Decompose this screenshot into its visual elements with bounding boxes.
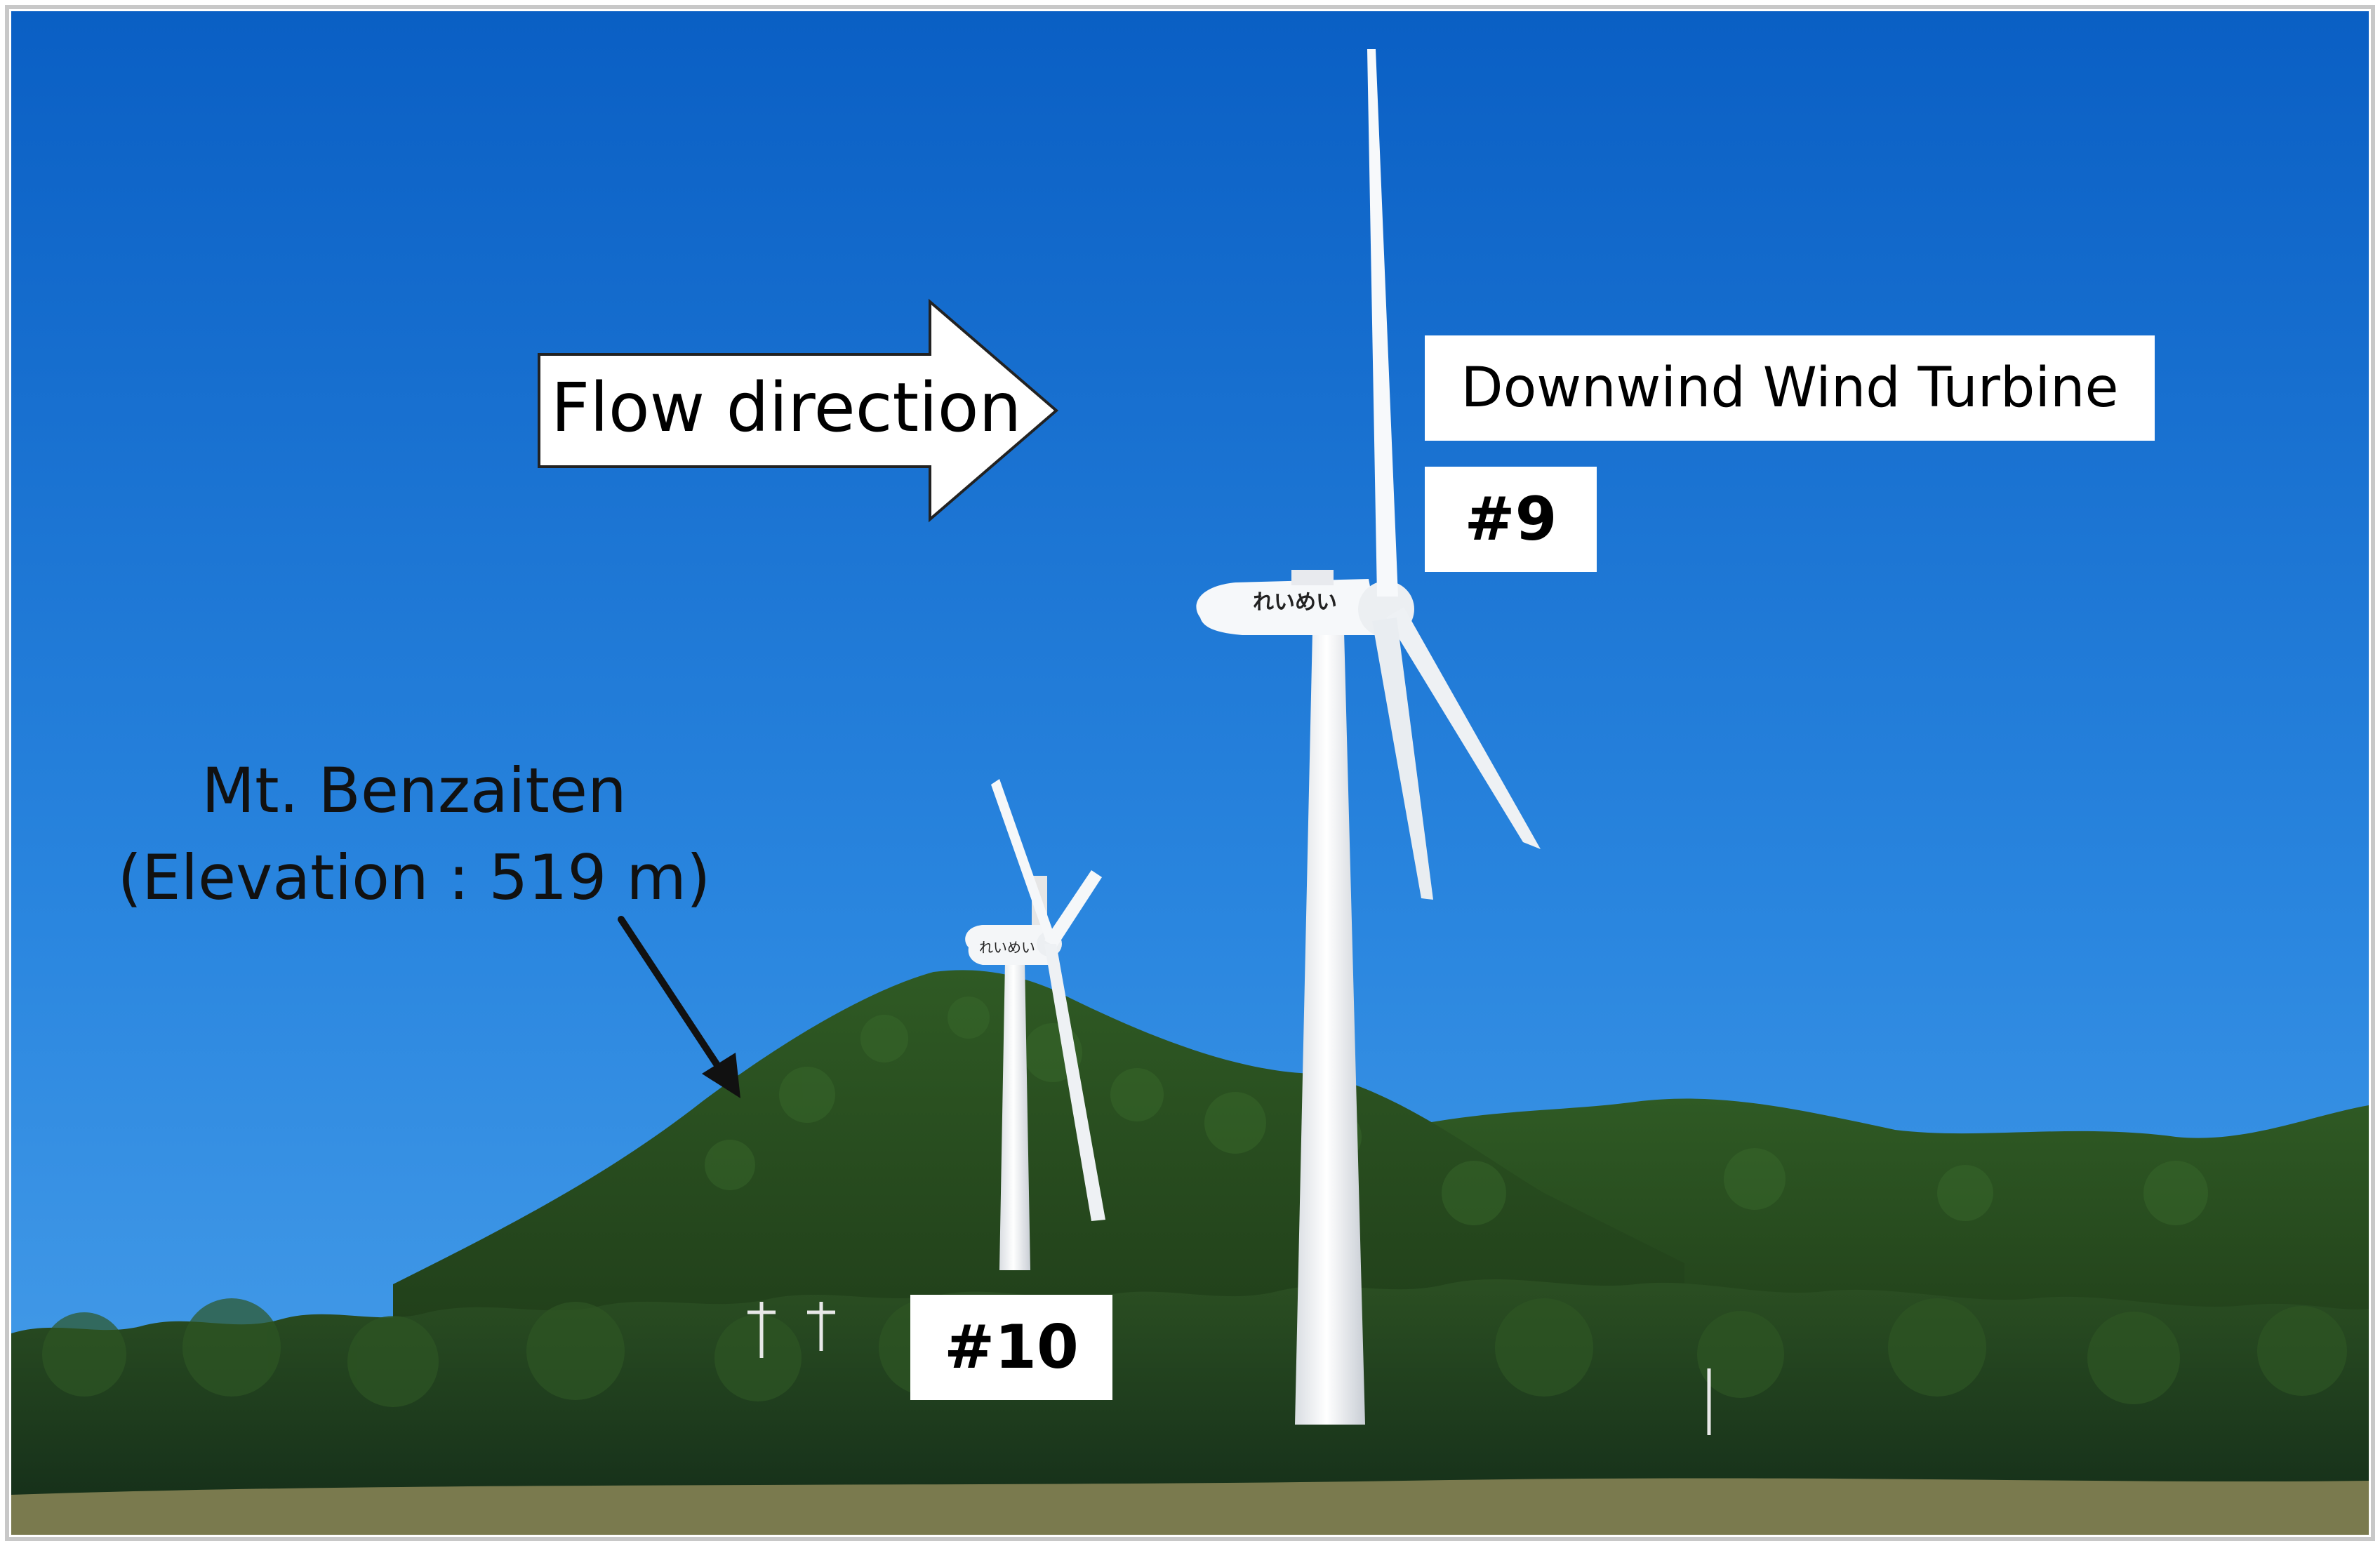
mountain-name: Mt. Benzaiten [201, 754, 627, 827]
turbine-9-tower [1295, 632, 1365, 1425]
turbine-9-nacelle-text: れいめい [1253, 590, 1337, 615]
turbine-9-blade-down [1372, 618, 1433, 900]
wind-turbine-10: れいめい [965, 779, 1105, 1270]
turbine-9-nacelle [1196, 579, 1379, 635]
turbine-9-blade-up [1367, 49, 1398, 597]
turbine-10-blade-right [1044, 870, 1102, 947]
turbine-10-text: #10 [944, 1312, 1079, 1382]
flow-direction-label: Flow direction [551, 368, 1022, 447]
turbine-10-blade-up [991, 779, 1054, 940]
grass-field [11, 1478, 2369, 1535]
turbine-10-nacelle [965, 925, 1049, 965]
mountain-label: Mt. Benzaiten (Elevation : 519 m) [105, 747, 723, 921]
turbine-type-label: Downwind Wind Turbine [1425, 335, 2155, 441]
mountain-pointer-arrow [618, 916, 740, 1098]
flow-direction-arrow [538, 298, 1059, 523]
turbine-9-blade-right [1386, 607, 1541, 849]
turbine-10-tower [999, 961, 1030, 1270]
utility-poles [747, 1302, 1711, 1435]
photo-border [5, 5, 2375, 1541]
turbine-10-blade-down [1044, 944, 1105, 1221]
turbine-9-label: #9 [1425, 467, 1597, 572]
mountain-elevation: (Elevation : 519 m) [117, 841, 711, 914]
wind-turbine-9: れいめい [1196, 49, 1541, 1425]
turbine-type-text: Downwind Wind Turbine [1461, 356, 2119, 420]
turbine-10-label: #10 [910, 1295, 1112, 1400]
turbine-10-nacelle-text: れいめい [979, 939, 1035, 956]
turbine-9-text: #9 [1464, 484, 1557, 554]
